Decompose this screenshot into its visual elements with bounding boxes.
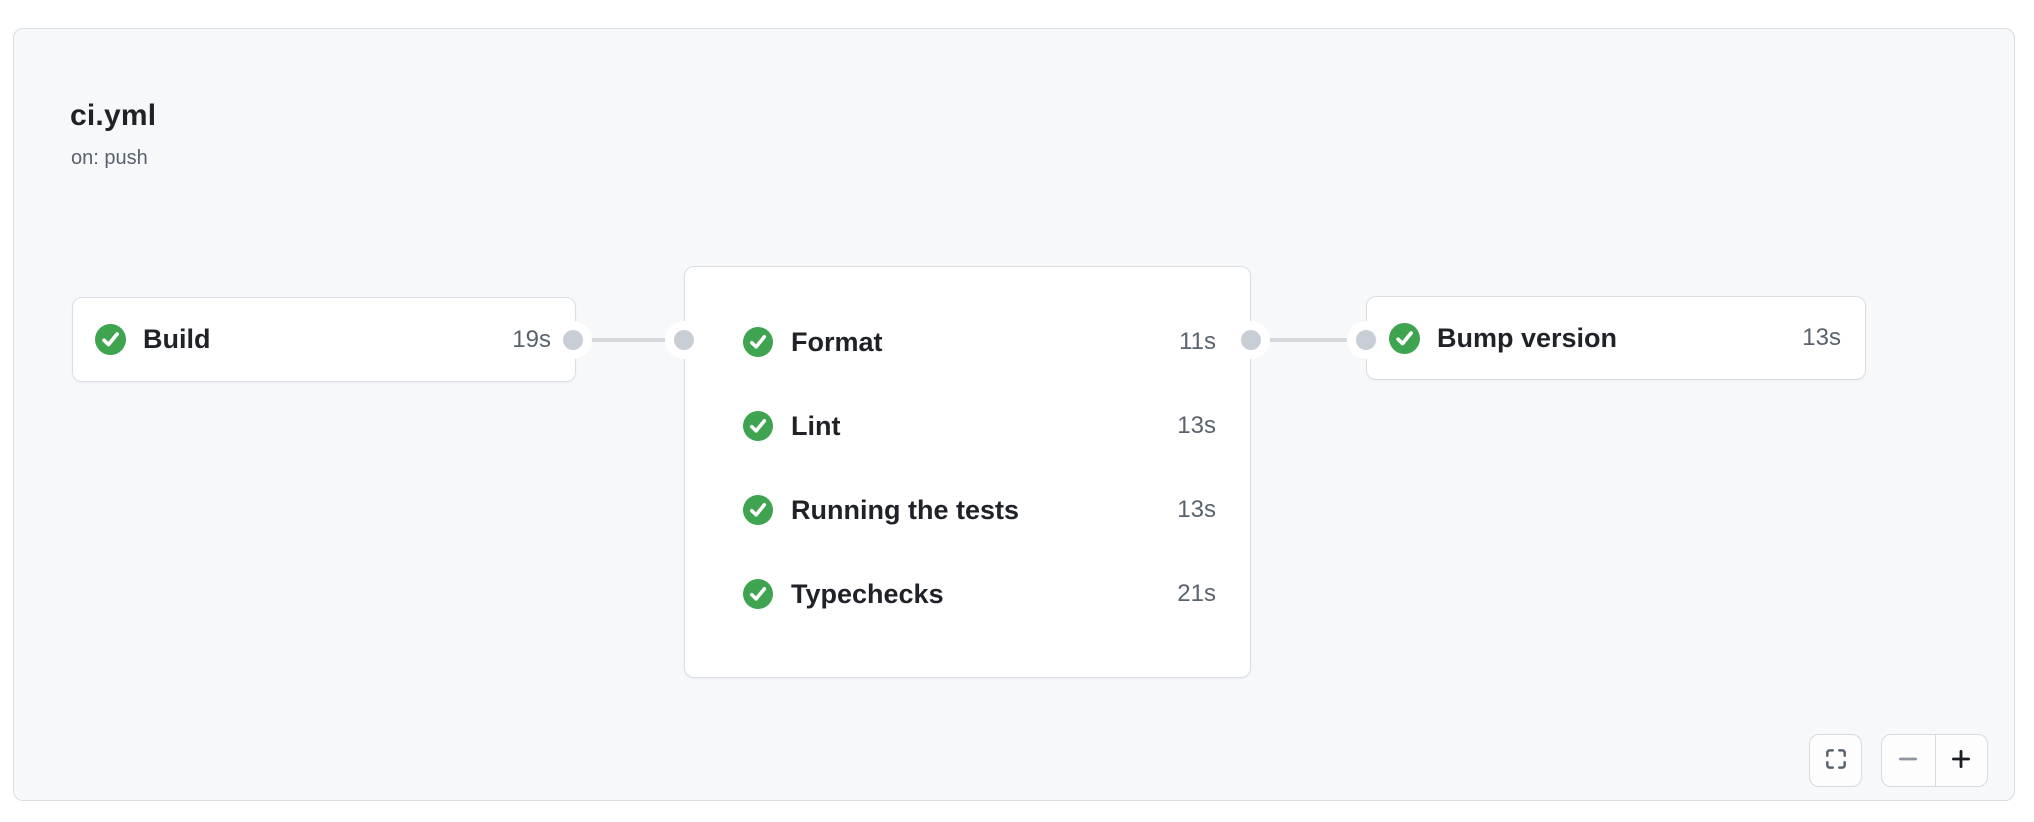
plus-icon <box>1948 746 1974 775</box>
job-name: Build <box>143 324 211 354</box>
workflow-graph-canvas[interactable]: ci.yml on: push Build 19s <box>13 28 2015 801</box>
job-duration: 21s <box>1177 580 1216 607</box>
success-check-icon <box>743 410 774 442</box>
job-node-bump-version[interactable]: Bump version 13s <box>1366 296 1866 380</box>
job-duration: 11s <box>1179 328 1216 355</box>
success-check-icon <box>1389 322 1420 354</box>
edge-port-matrix-in <box>674 330 694 350</box>
job-name: Format <box>791 326 883 357</box>
job-name: Lint <box>791 410 841 441</box>
success-check-icon <box>95 324 126 355</box>
fullscreen-icon <box>1823 746 1849 775</box>
zoom-control-group <box>1881 734 1988 787</box>
fullscreen-button[interactable] <box>1809 734 1862 787</box>
job-row-lint[interactable]: Lint 13s <box>743 384 1216 468</box>
success-check-icon <box>743 494 774 526</box>
edge-port-matrix-out <box>1241 330 1261 350</box>
minus-icon <box>1895 746 1921 775</box>
job-row-format[interactable]: Format 11s <box>743 300 1216 384</box>
edge-port-build-out <box>563 330 583 350</box>
workflow-trigger: on: push <box>71 147 148 169</box>
job-node-build[interactable]: Build 19s <box>72 297 576 382</box>
success-check-icon <box>743 326 774 358</box>
job-name: Running the tests <box>791 494 1019 525</box>
job-duration: 19s <box>512 325 551 353</box>
edge-port-bump-in <box>1356 330 1376 350</box>
edge-build-to-matrix <box>573 338 684 342</box>
edge-matrix-to-bump <box>1251 338 1366 342</box>
job-name: Typechecks <box>791 578 944 609</box>
job-duration: 13s <box>1802 324 1841 351</box>
job-name: Bump version <box>1437 322 1618 353</box>
success-check-icon <box>743 578 774 610</box>
job-duration: 13s <box>1177 496 1216 523</box>
job-row-running-the-tests[interactable]: Running the tests 13s <box>743 468 1216 552</box>
job-row-typechecks[interactable]: Typechecks 21s <box>743 552 1216 636</box>
job-group-card: Format 11s Lint 13s <box>684 266 1251 678</box>
zoom-in-button[interactable] <box>1934 735 1988 786</box>
job-duration: 13s <box>1177 412 1216 439</box>
zoom-out-button[interactable] <box>1882 735 1935 786</box>
workflow-file-name: ci.yml <box>70 99 157 132</box>
